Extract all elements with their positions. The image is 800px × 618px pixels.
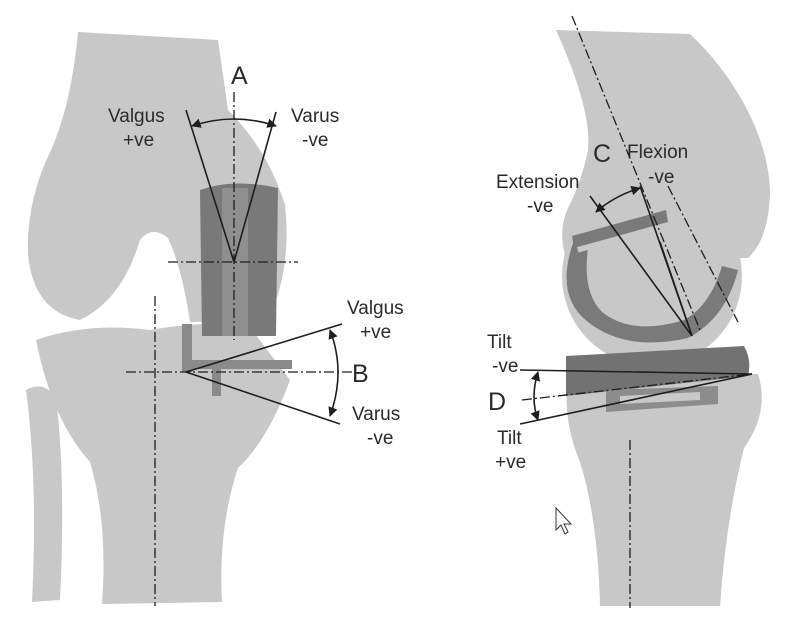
angle-d-arc (530, 371, 541, 421)
label-flexion: Flexion (627, 142, 688, 163)
label-extension-sign: -ve (527, 196, 553, 217)
angle-a-right-ray (233, 111, 277, 263)
mouse-cursor-icon (555, 506, 573, 535)
angle-d-lower-ray (519, 373, 753, 425)
label-varus-a: Varus (291, 106, 339, 127)
label-tilt-bottom-sign: +ve (495, 452, 526, 473)
label-valgus-b-sign: +ve (360, 322, 391, 343)
tibial-insert-sagittal (566, 346, 750, 396)
label-c: C (593, 140, 611, 168)
angle-b-arc (328, 329, 339, 417)
tibia-sagittal (566, 374, 762, 606)
label-d: D (488, 388, 506, 416)
tibial-tray-top (190, 360, 292, 369)
label-valgus-b: Valgus (347, 298, 404, 319)
label-varus-b: Varus (352, 404, 400, 425)
angle-b-upper-ray (185, 323, 343, 373)
femur-posterior-axis (667, 185, 739, 323)
tibial-tray-vertical (182, 324, 192, 372)
label-varus-a-sign: -ve (302, 130, 328, 151)
label-valgus-a-sign: +ve (123, 130, 154, 151)
angle-d-upper-ray (519, 369, 753, 375)
label-a: A (231, 62, 248, 90)
femur-sagittal-axis (571, 15, 701, 331)
fibula-frontal (26, 386, 63, 602)
label-flexion-sign: -ve (648, 167, 674, 188)
angle-c-arc (595, 185, 641, 213)
label-b: B (352, 360, 369, 388)
angle-c-line-3 (659, 241, 693, 337)
angle-a-left-ray (185, 109, 235, 263)
label-valgus-a: Valgus (108, 106, 165, 127)
tibia-frontal (36, 324, 290, 604)
angle-b-lower-ray (185, 371, 341, 425)
femoral-chamfer-dark (572, 210, 668, 248)
tibia-sagittal-transverse (521, 373, 753, 401)
label-varus-b-sign: -ve (367, 428, 393, 449)
label-tilt-bottom: Tilt (497, 428, 522, 449)
label-tilt-top-sign: -ve (492, 356, 518, 377)
angle-a-arc (191, 118, 277, 128)
tibial-tray-slot (620, 392, 700, 404)
label-tilt-top: Tilt (487, 332, 512, 353)
label-extension: Extension (496, 172, 579, 193)
angle-c-line-1 (589, 195, 693, 337)
